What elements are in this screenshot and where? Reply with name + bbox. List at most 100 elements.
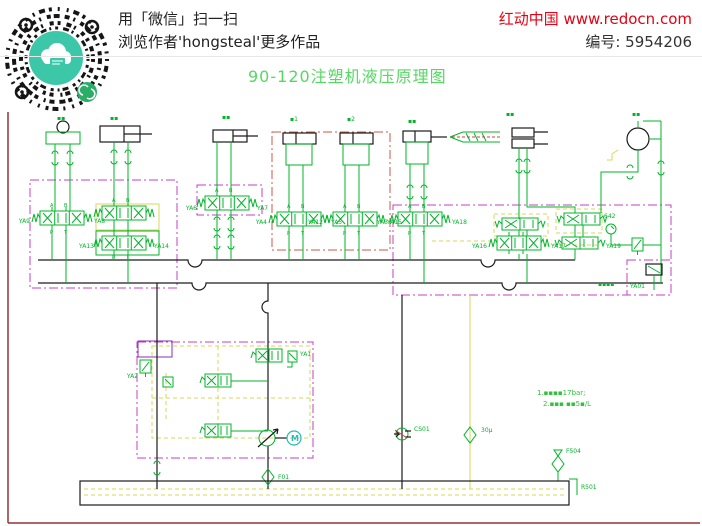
svg-text:▪▪: ▪▪ (632, 111, 640, 118)
misc-note: ▪▪▪▪ (598, 281, 614, 288)
svg-text:YA12: YA12 (307, 219, 323, 226)
svg-text:▪▪: ▪▪ (110, 115, 118, 122)
pump-unload-valve (250, 348, 283, 363)
svg-text:YA7: YA7 (256, 205, 268, 212)
return-filter: 30μ (463, 426, 493, 444)
svg-text:YA9: YA9 (18, 218, 30, 225)
valve-to-bus-lines (51, 210, 425, 283)
svg-text:B: B (301, 204, 305, 210)
svg-text:YA17: YA17 (550, 243, 566, 250)
oil-tank: R501 (79, 478, 597, 506)
variable-pump (257, 428, 279, 448)
valve-ya16-ya17: YA16 YA17 (471, 231, 566, 255)
svg-text:YA01: YA01 (629, 283, 645, 290)
pump-unit: YA2 YA1 M F01 (126, 348, 311, 486)
svg-text:YA13: YA13 (78, 243, 94, 250)
prop-valve-1 (494, 217, 546, 231)
site-name-url: 红动中国 www.redocn.com (498, 10, 692, 28)
svg-text:YA19: YA19 (605, 243, 621, 250)
pump-control-valve-2 (199, 423, 232, 438)
tank-port-r501: R501 (569, 478, 597, 495)
svg-text:A: A (287, 204, 291, 210)
svg-text:▪2: ▪2 (347, 116, 355, 123)
return-line-group: CS01 30μ F504 (394, 426, 581, 481)
suction-filter: F01 (261, 468, 289, 486)
svg-text:YA18: YA18 (451, 219, 467, 226)
valve-ya6-ya7: YA6 YA7 A B (185, 188, 268, 215)
gauge-relief-group: 642 YA01 ▪▪▪▪ (598, 213, 663, 290)
svg-text:F01: F01 (278, 474, 289, 481)
svg-text:M: M (291, 434, 299, 443)
image-serial-number: 编号: 5954206 (585, 33, 692, 51)
author-browse-hint: 浏览作者'hongsteal'更多作品 (118, 33, 321, 51)
sub-relief-box: YA01 (629, 263, 663, 290)
svg-text:30μ: 30μ (481, 427, 493, 434)
svg-text:CS01: CS01 (414, 426, 430, 433)
valve-ya9-ya8: YA9 YA8 A B P T (18, 203, 105, 236)
pilot-lines (84, 149, 619, 496)
diagram-title: 90-120注塑机液压原理图 (248, 67, 447, 86)
svg-text:▪▪: ▪▪ (57, 115, 65, 122)
valve-group: YA9 YA8 A B P T A B YA13 YA14 P T YA6 YA… (18, 188, 621, 283)
svg-text:▪▪: ▪▪ (222, 114, 230, 121)
cylinder-inj2 (339, 132, 374, 145)
svg-text:YA3: YA3 (376, 219, 388, 226)
inner-purple-box (137, 340, 173, 358)
drawing-border (7, 112, 700, 524)
svg-text:YA2: YA2 (126, 373, 138, 380)
main-bus-lines (38, 259, 663, 489)
wechat-qr-code (1, 3, 113, 115)
check-valve: CS01 (394, 426, 430, 441)
valve-ya19: YA19 (554, 236, 621, 250)
air-breather: F504 (551, 448, 581, 481)
region-boxes (29, 131, 672, 459)
double-cylinder (511, 127, 548, 149)
svg-text:YA1: YA1 (299, 351, 311, 358)
cylinder-carriage (402, 130, 447, 143)
electric-motor: M (286, 430, 302, 446)
cylinder-ejector (212, 129, 258, 143)
svg-text:YA14: YA14 (153, 243, 169, 250)
svg-text:▪1: ▪1 (290, 116, 298, 123)
solenoid-ya1: YA1 (287, 350, 311, 368)
note-line-1: 1.▪▪▪▪17bar; (537, 389, 586, 397)
wechat-scan-hint: 用「微信」扫一扫 (118, 10, 239, 28)
svg-text:YA5: YA5 (330, 219, 342, 226)
svg-text:B: B (126, 198, 130, 204)
svg-text:▪▪: ▪▪ (506, 111, 514, 118)
svg-text:A: A (112, 198, 116, 204)
pump-motor-circle (626, 127, 650, 151)
actuator-labels: ▪▪ ▪▪ ▪▪ ▪1 ▪2 ▪▪ ▪▪ ▪▪ (57, 111, 640, 125)
motor-1 (56, 120, 70, 134)
svg-text:R501: R501 (581, 484, 597, 491)
relief-valve-right (631, 237, 661, 256)
note-line-2: 2.▪▪▪ ▪▪5▪/L (543, 400, 591, 408)
svg-text:▪▪: ▪▪ (408, 118, 416, 125)
gauge-label: 642 (604, 213, 616, 220)
svg-text:A: A (215, 188, 219, 194)
svg-text:B: B (422, 204, 426, 210)
svg-text:B: B (64, 203, 68, 209)
pump-control-valve-1 (199, 373, 232, 388)
svg-text:B: B (229, 188, 233, 194)
header-separator (0, 56, 702, 57)
svg-text:F504: F504 (566, 448, 581, 455)
svg-text:B: B (357, 204, 361, 210)
pressure-gauge (605, 223, 617, 235)
svg-text:YA6: YA6 (185, 205, 197, 212)
valve-center-upper: A B (93, 198, 155, 225)
svg-text:YA8: YA8 (93, 218, 105, 225)
svg-text:A: A (50, 203, 54, 209)
relief-valve-ya2: YA2 (126, 359, 152, 380)
wechat-logo-badge (77, 82, 97, 102)
svg-text:A: A (343, 204, 347, 210)
svg-text:YA4: YA4 (255, 219, 267, 226)
injection-screw (449, 131, 500, 143)
cylinder-inj1 (282, 132, 317, 145)
cylinder-clamp (99, 125, 152, 143)
svg-text:YA16: YA16 (471, 243, 487, 250)
actuators (45, 120, 665, 283)
svg-text:A: A (408, 204, 412, 210)
